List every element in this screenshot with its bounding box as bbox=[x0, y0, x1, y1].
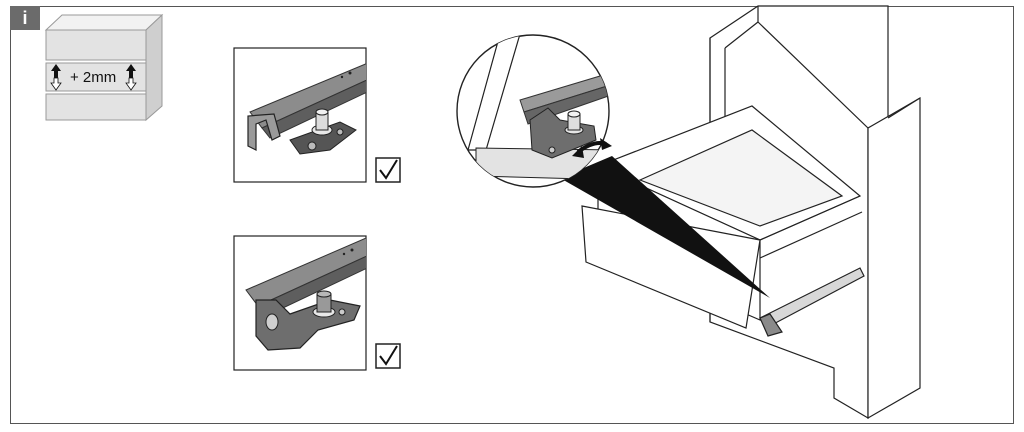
arrow-up-icon bbox=[126, 64, 136, 78]
front-panel-bottom bbox=[45, 93, 147, 121]
arrow-down-icon bbox=[125, 77, 137, 91]
info-icon: i bbox=[10, 6, 40, 30]
checkmark-icon bbox=[375, 157, 401, 183]
detail-bracket-a bbox=[233, 47, 367, 183]
checkmark-icon bbox=[375, 343, 401, 369]
rotate-arrow-icon bbox=[572, 138, 612, 158]
adjustment-label: + 2mm bbox=[70, 69, 116, 86]
front-panel-top bbox=[45, 29, 147, 61]
page-frame bbox=[10, 6, 1014, 424]
arrow-down-icon bbox=[50, 77, 62, 91]
cabinet-drawer-diagram bbox=[581, 5, 921, 420]
front-panels-diagram: + 2mm bbox=[44, 13, 164, 122]
zoom-cone bbox=[560, 156, 770, 298]
detail-bracket-b bbox=[233, 235, 367, 371]
arrow-up-icon bbox=[51, 64, 61, 78]
